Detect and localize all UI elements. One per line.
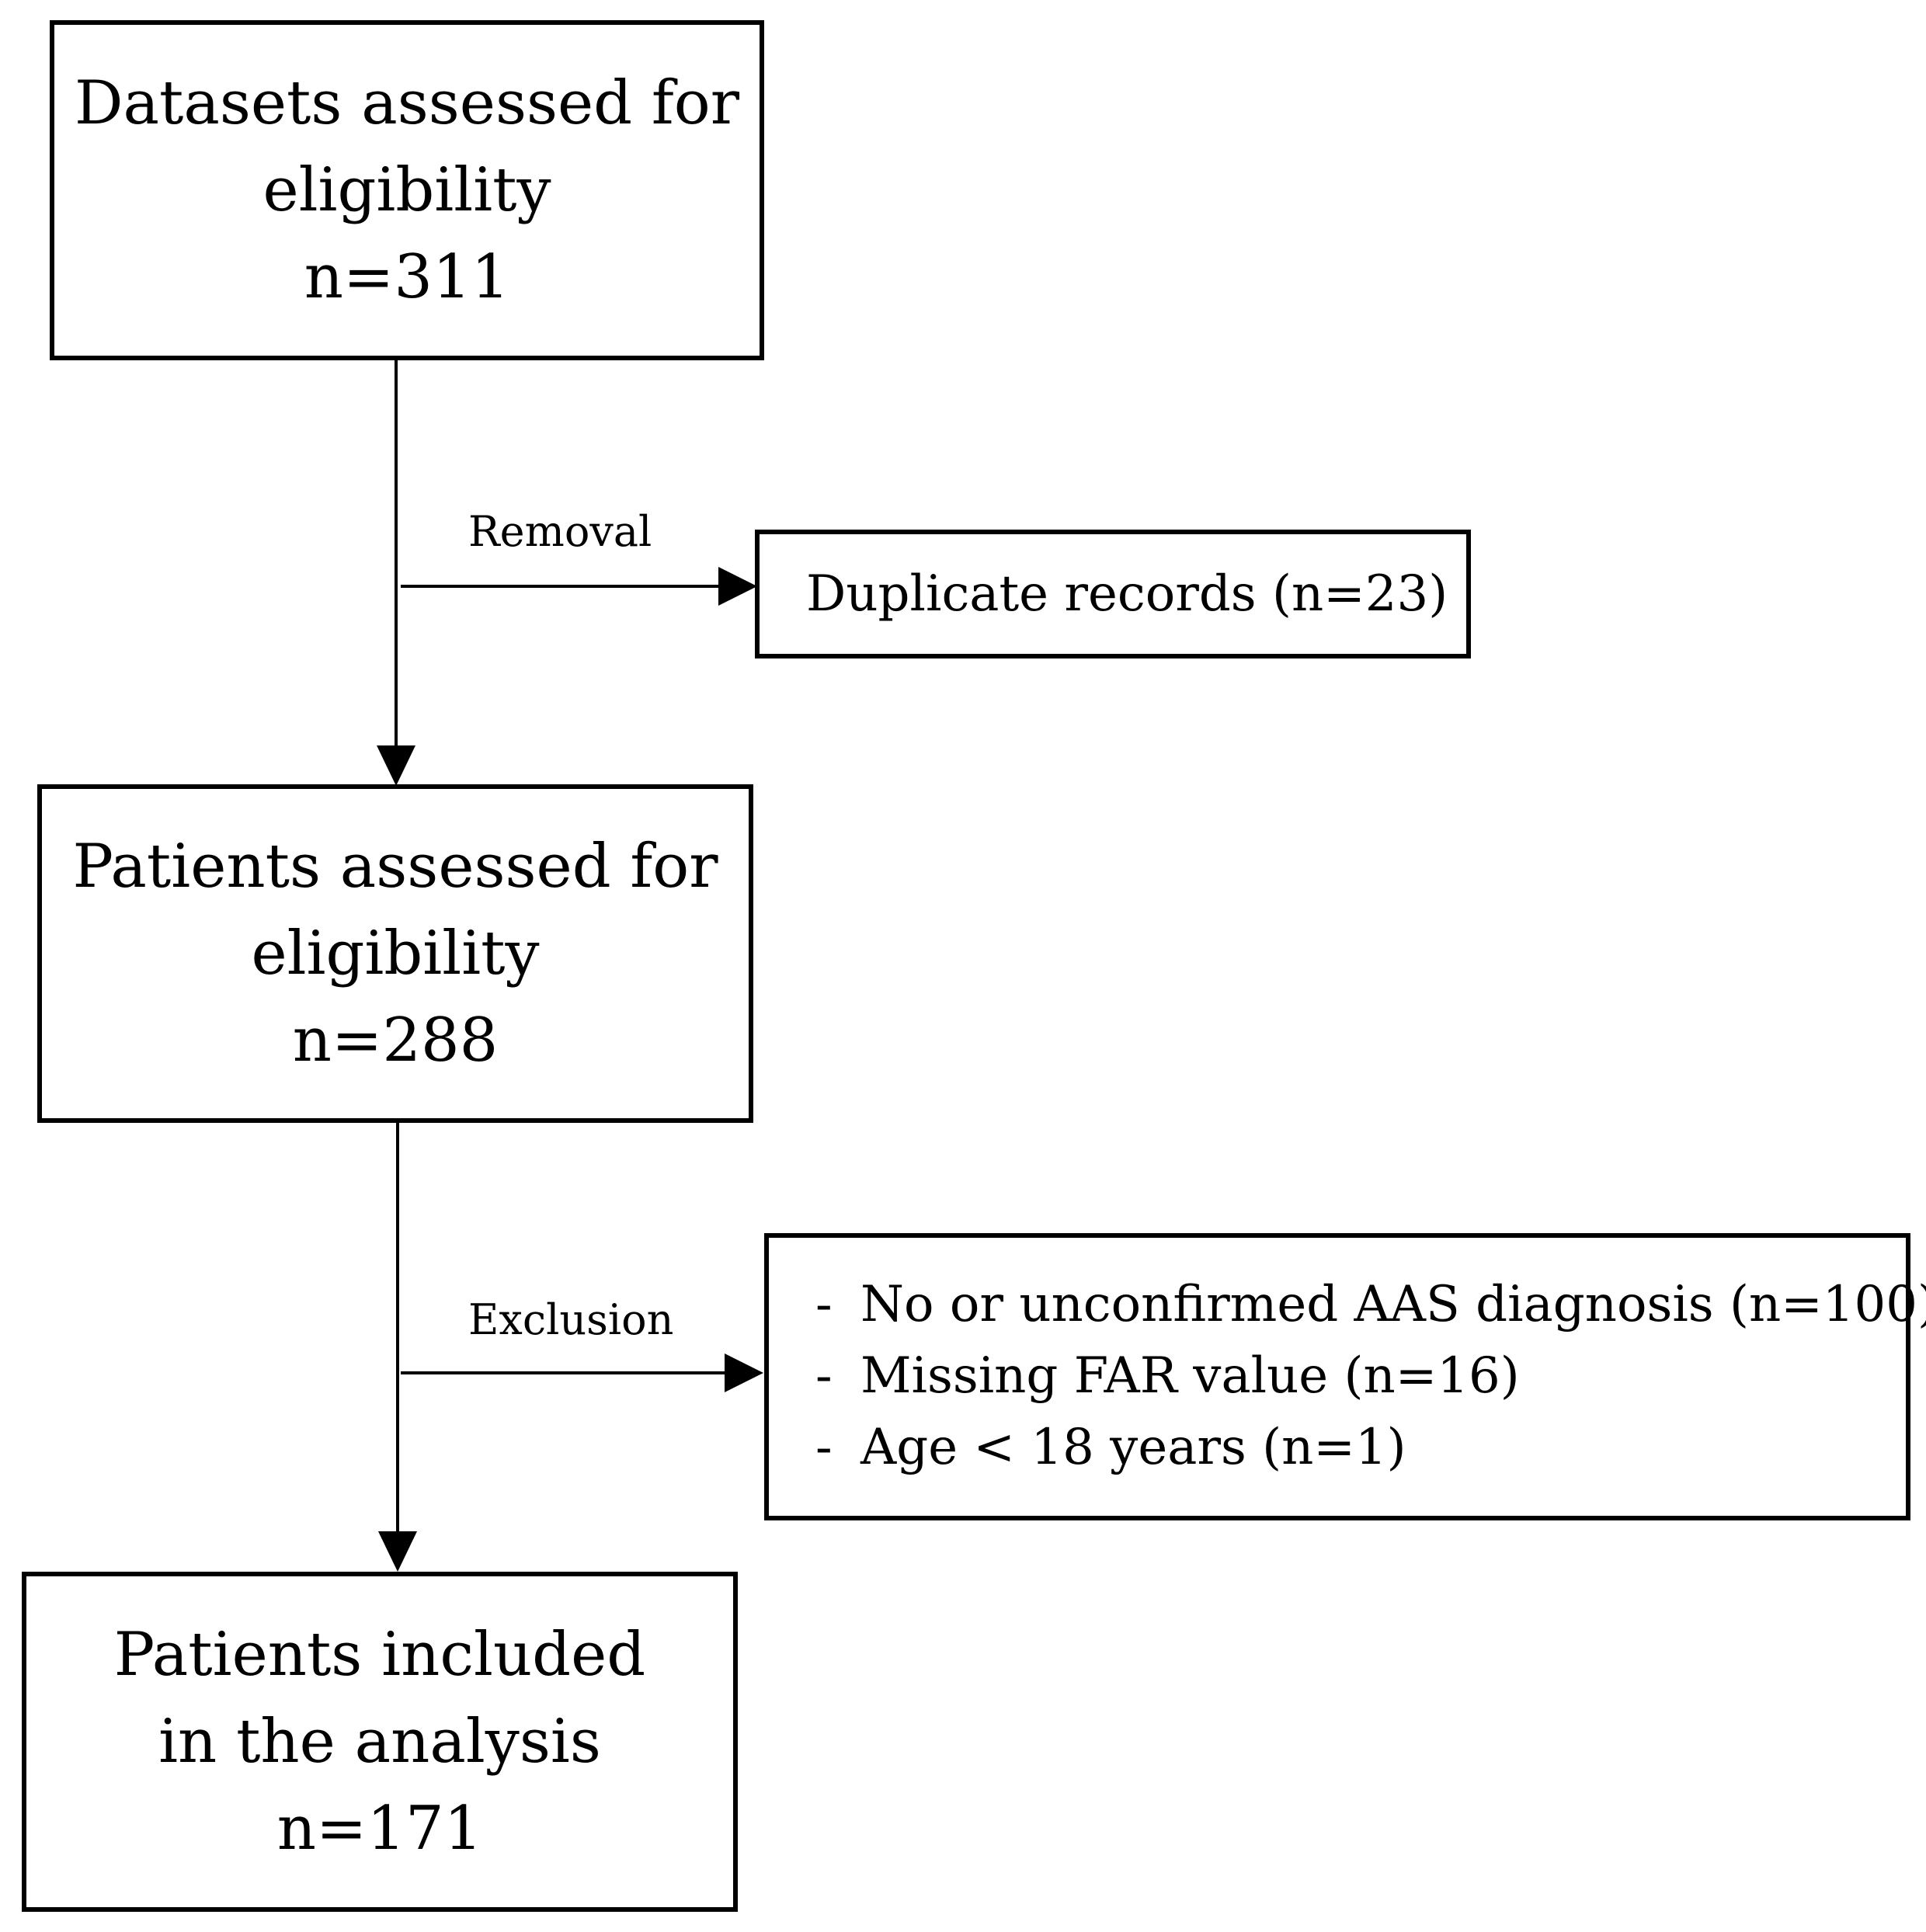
exclusion-item-far: -Missing FAR value (n=16) <box>815 1340 1906 1412</box>
exclusions-box: -No or unconfirmed AAS diagnosis (n=100)… <box>764 1233 1926 1520</box>
bullet-dash: - <box>815 1276 833 1333</box>
patients-assessed-line2: eligibility <box>251 919 540 989</box>
patients-assessed-box: Patients assessed for eligibility n=288 <box>37 784 753 1123</box>
included-line1: Patients included <box>113 1620 646 1690</box>
patients-included-box: Patients included in the analysis n=171 <box>22 1572 738 1912</box>
included-line2: in the analysis <box>158 1707 601 1777</box>
included-count: n=171 <box>276 1794 483 1864</box>
datasets-count: n=311 <box>304 242 510 312</box>
arrowhead-right-1 <box>718 567 757 606</box>
exclusion-item-age: -Age < 18 years (n=1) <box>815 1412 1906 1483</box>
datasets-box: Datasets assessed for eligibility n=311 <box>50 20 764 360</box>
arrowhead-down-1 <box>377 745 415 786</box>
datasets-line1: Datasets assessed for <box>74 68 740 138</box>
arrowhead-right-2 <box>725 1353 763 1392</box>
patients-assessed-count: n=288 <box>292 1006 499 1075</box>
patients-assessed-line1: Patients assessed for <box>72 832 718 902</box>
exclusion-item-aas: -No or unconfirmed AAS diagnosis (n=100) <box>815 1269 1926 1340</box>
exclusion-item-label: No or unconfirmed AAS diagnosis (n=100) <box>860 1276 1926 1333</box>
bullet-dash: - <box>815 1419 833 1476</box>
removal-label: Removal <box>468 507 652 556</box>
arrowhead-down-2 <box>378 1531 417 1572</box>
datasets-line2: eligibility <box>262 155 551 225</box>
exclusion-item-label: Age < 18 years (n=1) <box>860 1419 1406 1476</box>
bullet-dash: - <box>815 1347 833 1405</box>
exclusion-label: Exclusion <box>468 1295 674 1344</box>
duplicates-text: Duplicate records (n=23) <box>806 565 1448 623</box>
duplicates-box: Duplicate records (n=23) <box>755 530 1471 658</box>
exclusion-item-label: Missing FAR value (n=16) <box>860 1347 1520 1405</box>
